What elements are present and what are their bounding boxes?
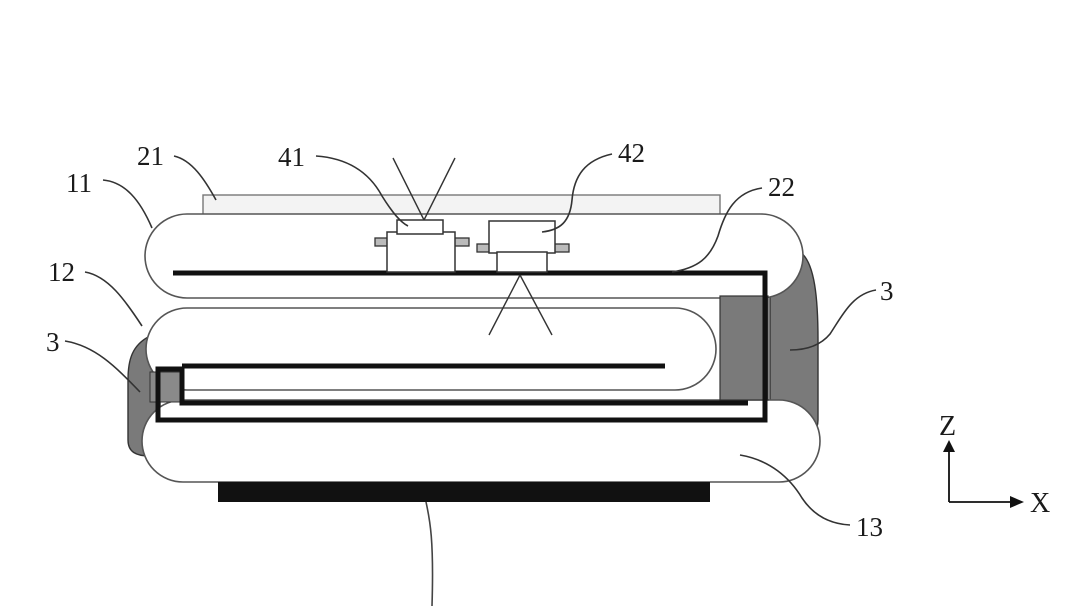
label-21: 21	[137, 141, 164, 171]
label-3-left: 3	[46, 327, 60, 357]
leader-11	[102, 179, 153, 229]
component-42	[476, 220, 570, 336]
label-42: 42	[618, 138, 645, 168]
label-13: 13	[856, 512, 883, 542]
flex-circuit-22	[155, 270, 768, 423]
leader-21	[173, 155, 217, 201]
leader-3-left	[64, 340, 141, 393]
filler-3-inner-left	[149, 371, 183, 403]
tube-11	[144, 213, 804, 299]
tube-12	[145, 307, 717, 391]
axis-label-z: Z	[939, 411, 956, 442]
label-41: 41	[278, 142, 305, 172]
leader-3-right	[789, 289, 877, 351]
coordinate-axes: Z X	[939, 411, 1050, 519]
leader-13	[739, 454, 851, 526]
x-arrow-head	[1010, 496, 1024, 508]
tube-13	[141, 399, 821, 483]
label-22: 22	[768, 172, 795, 202]
label-11: 11	[66, 168, 92, 198]
label-12: 12	[48, 257, 75, 287]
bottom-plate	[218, 482, 710, 502]
leader-12	[84, 271, 143, 327]
leader-42	[541, 153, 613, 233]
filler-3-inner	[719, 295, 769, 401]
component-41	[374, 157, 470, 273]
leader-41	[315, 155, 409, 227]
label-3-right: 3	[880, 276, 894, 306]
axis-label-x: X	[1030, 488, 1050, 519]
cable	[425, 501, 434, 607]
z-arrow-head	[943, 440, 955, 452]
leader-22	[671, 187, 763, 273]
